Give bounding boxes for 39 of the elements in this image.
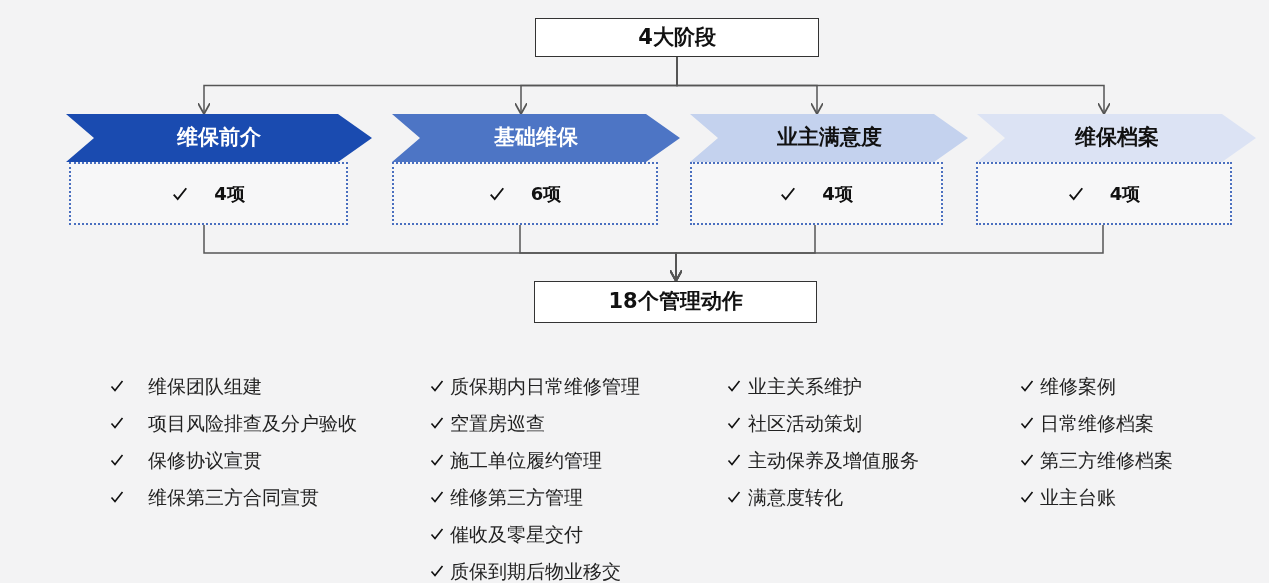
stage-title: 基础维保 (494, 124, 578, 152)
stage-title: 维保前介 (177, 124, 261, 152)
action-item: 维保团队组建 (148, 374, 262, 399)
title-box (534, 281, 817, 323)
chevron-banner (392, 114, 680, 162)
action-item: 维修第三方管理 (450, 485, 583, 510)
count-text: 4项 (822, 182, 853, 206)
action-item: 催收及零星交付 (450, 522, 583, 547)
count-box (690, 162, 943, 225)
action-item: 业主台账 (1040, 485, 1116, 510)
action-item: 维保第三方合同宣贯 (148, 485, 319, 510)
count-box (69, 162, 348, 225)
action-item: 施工单位履约管理 (450, 448, 602, 473)
chevron-banner (690, 114, 968, 162)
action-item: 第三方维修档案 (1040, 448, 1173, 473)
action-item: 空置房巡查 (450, 411, 545, 436)
count-text: 4项 (1109, 182, 1141, 206)
count-box (976, 162, 1232, 225)
box-title: 18个管理动作 (608, 288, 743, 316)
action-item: 日常维修档案 (1040, 411, 1154, 436)
action-item: 质保期内日常维修管理 (450, 374, 640, 399)
stage-title: 业主满意度 (776, 124, 882, 152)
action-item: 维修案例 (1040, 374, 1116, 399)
connector-arrow (669, 224, 1104, 282)
count-text: 4项 (214, 182, 245, 206)
action-item: 满意度转化 (748, 485, 843, 510)
box-title: 4大阶段 (638, 23, 716, 51)
chevron-banner (977, 114, 1256, 162)
stage-title: 维保档案 (1074, 124, 1159, 152)
chevron-banner (66, 114, 372, 162)
action-item: 质保到期后物业移交 (450, 559, 621, 583)
action-item: 主动保养及增值服务 (748, 448, 919, 473)
title-box (535, 18, 819, 57)
action-item: 业主关系维护 (748, 374, 862, 399)
action-item: 社区活动策划 (748, 411, 862, 436)
count-box (392, 162, 658, 225)
action-item: 保修协议宣贯 (148, 448, 262, 473)
count-text: 6项 (530, 182, 562, 206)
action-item: 项目风险排查及分户验收 (148, 411, 357, 436)
